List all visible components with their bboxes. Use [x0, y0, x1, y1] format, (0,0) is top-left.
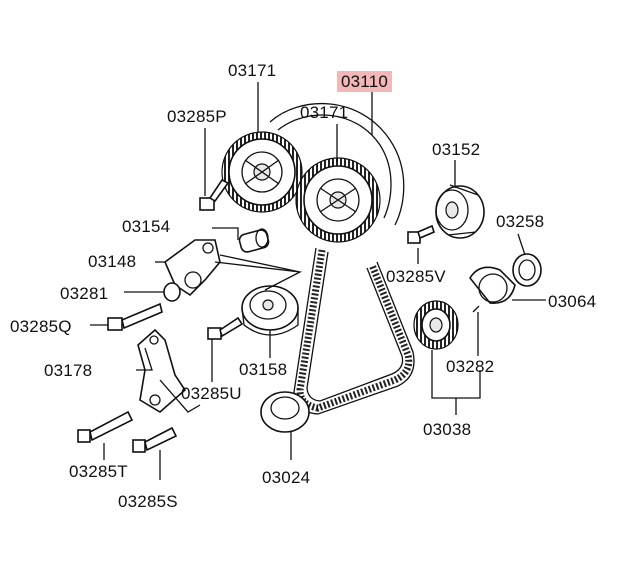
- label-03154: 03154: [122, 217, 171, 236]
- label-03285Q: 03285Q: [10, 317, 72, 336]
- label-03171-mid: 03171: [300, 103, 349, 122]
- tensioner-spacer: [238, 228, 270, 253]
- leader-lines: [90, 82, 546, 480]
- label-03064: 03064: [548, 292, 597, 311]
- idler-pulley: [435, 184, 485, 239]
- label-03148: 03148: [88, 252, 137, 271]
- label-03285U: 03285U: [181, 384, 242, 403]
- washer-03281: [163, 282, 181, 302]
- tensioner-bracket: [164, 239, 303, 297]
- crank-washer: [260, 391, 310, 433]
- crank-flange: [469, 266, 516, 304]
- bolt-03285S: [132, 426, 178, 453]
- camshaft-sprocket-left: [221, 131, 303, 213]
- label-03285S: 03285S: [118, 492, 178, 511]
- camshaft-sprocket-right: [295, 157, 381, 243]
- bolt-03285V: [407, 224, 435, 244]
- label-03285V: 03285V: [386, 267, 446, 286]
- bolt-03285U: [207, 316, 244, 340]
- label-03038: 03038: [423, 420, 472, 439]
- label-03110: 03110: [337, 71, 393, 92]
- bolt-03285T: [77, 410, 134, 443]
- label-03258: 03258: [496, 212, 545, 231]
- label-03178: 03178: [44, 361, 93, 380]
- label-03285P: 03285P: [167, 107, 227, 126]
- bolt-03285P: [199, 178, 230, 211]
- label-03285T: 03285T: [69, 462, 128, 481]
- label-03171-top: 03171: [228, 61, 277, 80]
- label-03152: 03152: [432, 140, 481, 159]
- label-03158: 03158: [239, 360, 288, 379]
- label-03024: 03024: [262, 468, 311, 487]
- tensioner-pulley: [241, 285, 299, 336]
- bolt-03285Q: [107, 302, 163, 331]
- label-03282: 03282: [446, 357, 495, 376]
- label-03281: 03281: [60, 284, 109, 303]
- woodruff-key: [472, 305, 480, 313]
- crankshaft-sprocket: [413, 300, 459, 350]
- bracket-03178: [137, 328, 201, 413]
- oil-seal: [512, 253, 542, 287]
